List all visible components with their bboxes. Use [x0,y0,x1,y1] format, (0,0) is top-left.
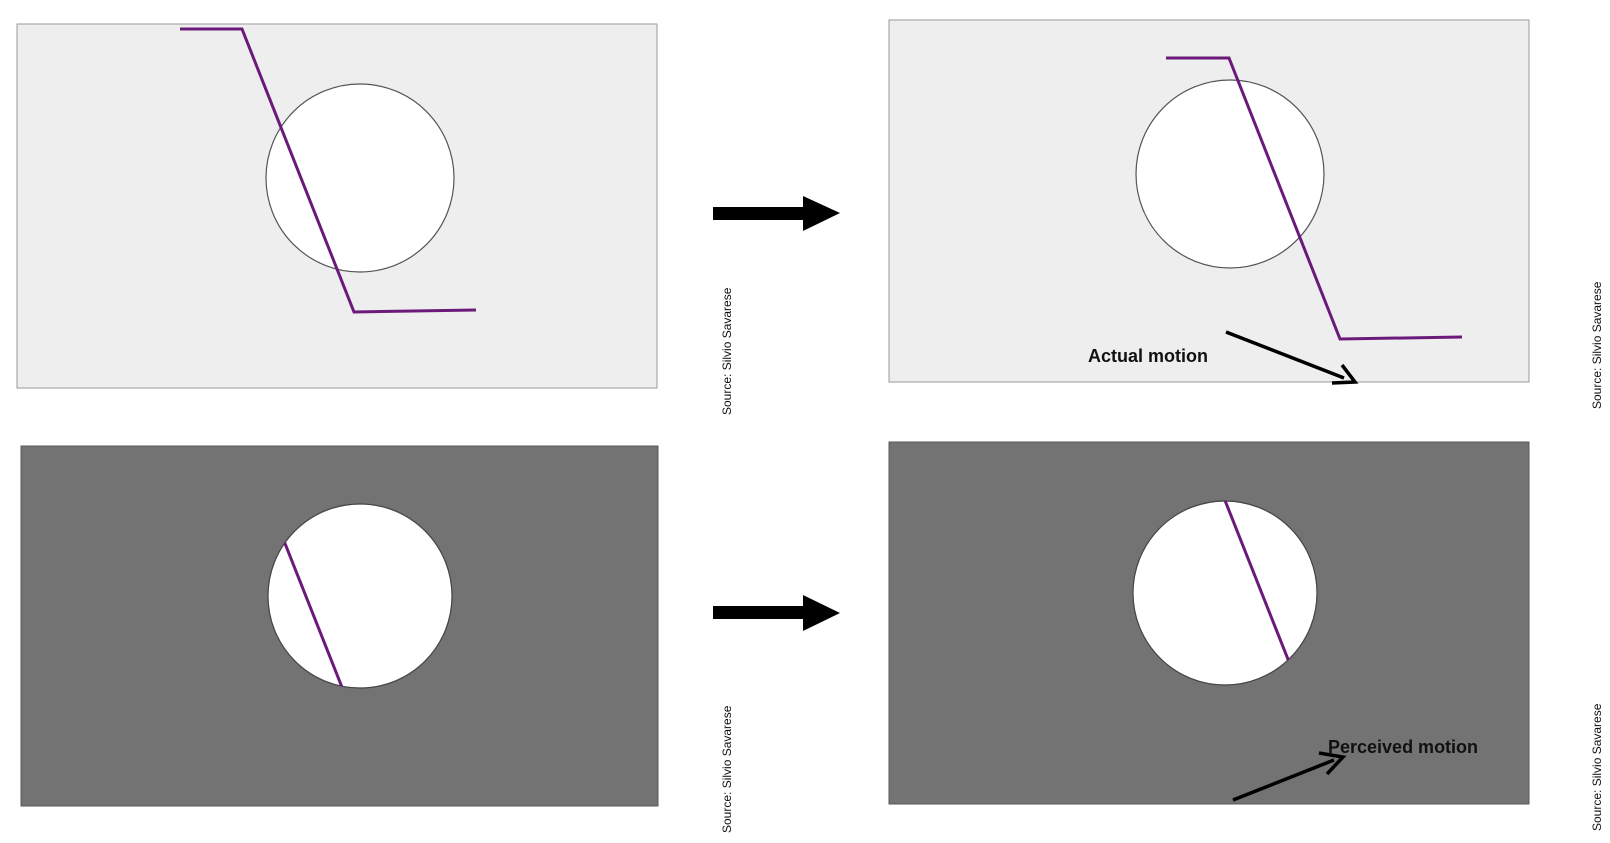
perceived-motion-arrow [1232,758,1335,802]
perceived-motion-label: Perceived motion [1328,737,1478,757]
arrow-head [803,595,840,631]
bottom-right-panel: Perceived motion [888,441,1530,805]
arrow-shaft [713,606,807,619]
source-credit-bottom-left: Source: Silvio Savarese [720,705,734,833]
visible-bar-segment [268,504,357,688]
actual-motion-label: Actual motion [1088,346,1208,366]
actual-motion-arrow [1225,330,1345,380]
bar-line [1166,56,1463,341]
aperture-circle [267,503,453,689]
aperture-circle [1132,500,1318,686]
source-credit-top-right: Source: Silvio Savarese [1590,281,1604,409]
top-transition-arrow [713,196,840,231]
aperture-circle [1135,79,1325,269]
actual-motion-arrowhead [1331,363,1359,385]
arrow-head [803,196,840,231]
bottom-left-panel [20,445,659,807]
bar-line [180,27,477,314]
arrow-shaft [713,207,807,220]
source-credit-top-left: Source: Silvio Savarese [720,287,734,415]
visible-bar-segment [1203,501,1317,685]
top-right-panel: Actual motion [888,19,1530,385]
perceived-motion-arrowhead [1318,751,1347,776]
aperture-circle [265,83,455,273]
source-credit-bottom-right: Source: Silvio Savarese [1590,703,1604,831]
bottom-transition-arrow [713,595,840,631]
top-left-panel [16,23,658,389]
